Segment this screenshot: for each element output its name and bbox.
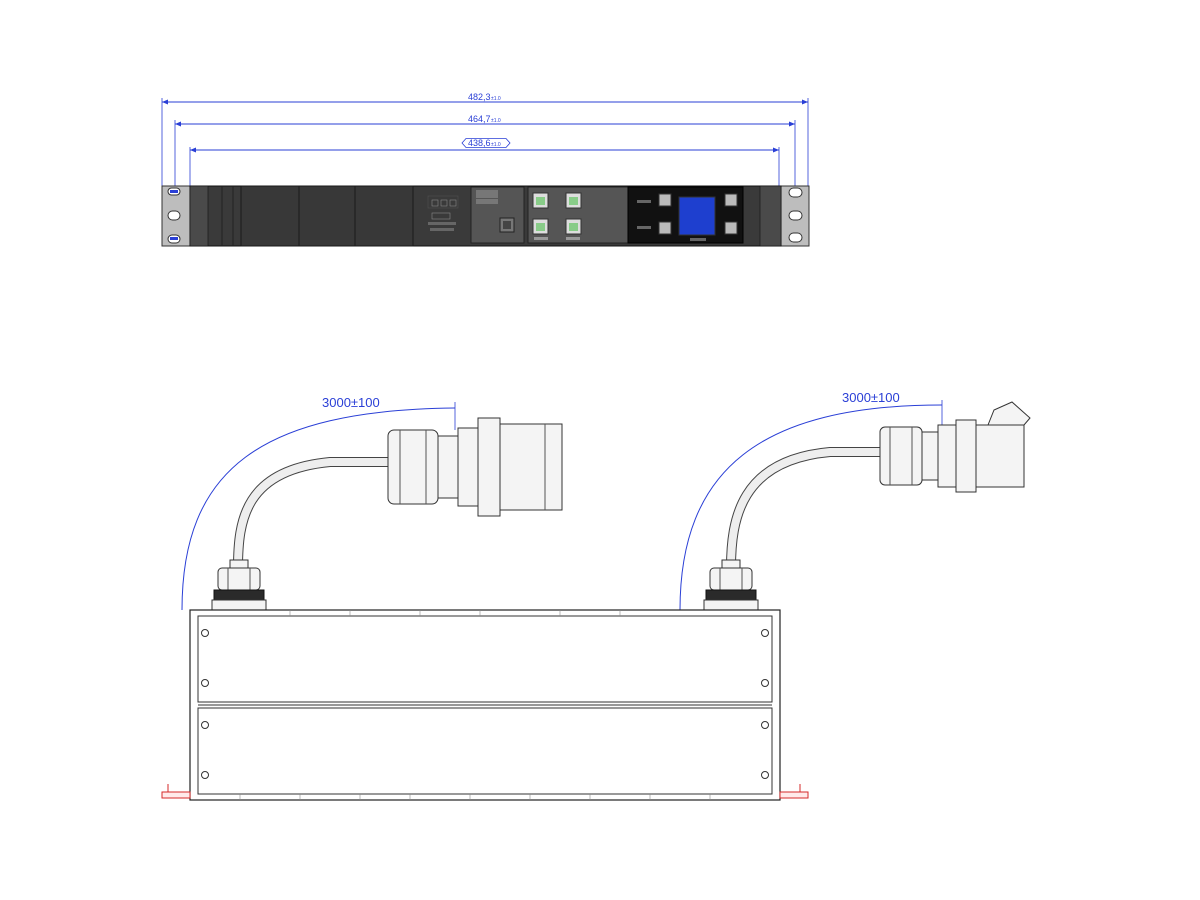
- sensor-port-1-socket: [536, 197, 545, 205]
- display-button-top-right: [724, 193, 738, 207]
- pdu-front-view: [161, 185, 810, 247]
- sensor-port-4-socket: [569, 223, 578, 231]
- sensor-port-3-socket: [536, 223, 545, 231]
- display-caption-1: [637, 200, 651, 203]
- cable-length-right: 3000±100: [842, 390, 900, 405]
- slot-marker-left-top: [170, 190, 178, 193]
- plug-right-latch: [987, 401, 1031, 426]
- screw-2: [761, 629, 769, 637]
- front-dimensions: 482,3 ±1.0 464,7 ±1.0 438,6 ±1.0: [161, 92, 809, 190]
- cable-gland-right: [703, 559, 759, 611]
- display-button-bottom-left: [658, 221, 672, 235]
- rating-label-frame: [427, 195, 459, 209]
- network-module-label-top: [476, 190, 498, 198]
- power-cable-right-fill: [727, 448, 880, 569]
- display-button-bottom-right: [724, 221, 738, 235]
- dimension-tolerance-2: ±1.0: [491, 118, 501, 124]
- sensor-port-caption-1: [534, 237, 548, 240]
- dimension-tolerance-1: ±1.0: [491, 96, 501, 102]
- gland-right-base: [703, 599, 759, 611]
- display-caption-3: [690, 238, 706, 241]
- plug-right: [879, 401, 1031, 493]
- plug-right-body: [975, 424, 1025, 488]
- gland-left-body: [217, 567, 261, 591]
- plug-right-neck: [921, 431, 939, 481]
- power-cable-right: [726, 447, 880, 569]
- plug-left-body: [499, 423, 563, 511]
- enclosure-panel-upper: [197, 615, 773, 703]
- blank-panel-3: [354, 185, 414, 247]
- pdu-top-view: 3000±100 3000±100: [161, 390, 1031, 801]
- housing-end-right: [759, 185, 782, 247]
- power-cable-left: [233, 457, 388, 569]
- cable-length-left: 3000±100: [322, 395, 380, 410]
- cable-gland-left: [211, 559, 267, 611]
- enclosure-screws: [201, 629, 769, 779]
- slot-marker-left-bottom: [170, 237, 178, 240]
- enclosure-top-ticks: [289, 610, 621, 616]
- plug-left: [387, 417, 563, 517]
- cable-length-arc-right: [679, 404, 943, 611]
- gland-left-base: [211, 599, 267, 611]
- gland-left-nut: [213, 589, 265, 601]
- network-port-socket: [503, 221, 511, 229]
- plug-right-nut: [879, 426, 923, 486]
- sensor-port-caption-2: [566, 237, 580, 240]
- dimension-value-frame-3: [461, 138, 511, 148]
- plug-right-collar: [937, 424, 957, 488]
- mounting-slot-right-middle: [788, 210, 803, 221]
- screw-1: [201, 629, 209, 637]
- display-button-top-left: [658, 193, 672, 207]
- dimension-value-1: 482,3: [468, 92, 491, 102]
- display-screen: [678, 196, 716, 236]
- mounting-slot-right-top: [788, 187, 803, 198]
- plug-left-flange: [477, 417, 501, 517]
- mounting-slot-left-middle: [167, 210, 181, 221]
- gland-right-body: [709, 567, 753, 591]
- cable-length-arc-left: [181, 407, 456, 611]
- screw-6: [761, 721, 769, 729]
- screw-5: [201, 721, 209, 729]
- symbol-box-2: [440, 199, 448, 207]
- label-line-3: [430, 228, 454, 231]
- mounting-slot-right-bottom: [788, 232, 803, 243]
- label-line-1: [431, 212, 451, 220]
- blank-panel-1: [240, 185, 300, 247]
- mount-bracket-right: [779, 791, 809, 799]
- dimension-value-3: 438,6: [468, 138, 491, 148]
- dimension-tolerance-3: ±1.0: [491, 142, 501, 148]
- network-module-label-bottom: [476, 199, 498, 204]
- label-line-2: [428, 222, 456, 225]
- dimension-value-2: 464,7: [468, 114, 491, 124]
- blank-panel-2: [298, 185, 356, 247]
- enclosure-bottom-ticks: [239, 794, 711, 800]
- screw-4: [761, 679, 769, 687]
- display-caption-2: [637, 226, 651, 229]
- housing-end-left: [189, 185, 209, 247]
- screw-3: [201, 679, 209, 687]
- power-cable-left-fill: [234, 458, 388, 569]
- screw-8: [761, 771, 769, 779]
- sensor-ports: [532, 192, 582, 240]
- plug-right-flange: [955, 419, 977, 493]
- symbol-box-1: [431, 199, 439, 207]
- sensor-port-2-socket: [569, 197, 578, 205]
- enclosure-panel-lower: [197, 707, 773, 795]
- screw-7: [201, 771, 209, 779]
- plug-left-neck: [437, 435, 459, 499]
- gland-right-nut: [705, 589, 757, 601]
- rating-label: [427, 195, 459, 231]
- plug-left-nut: [387, 429, 439, 505]
- mount-bracket-left: [161, 791, 191, 799]
- symbol-box-3: [449, 199, 457, 207]
- plug-left-collar: [457, 427, 479, 507]
